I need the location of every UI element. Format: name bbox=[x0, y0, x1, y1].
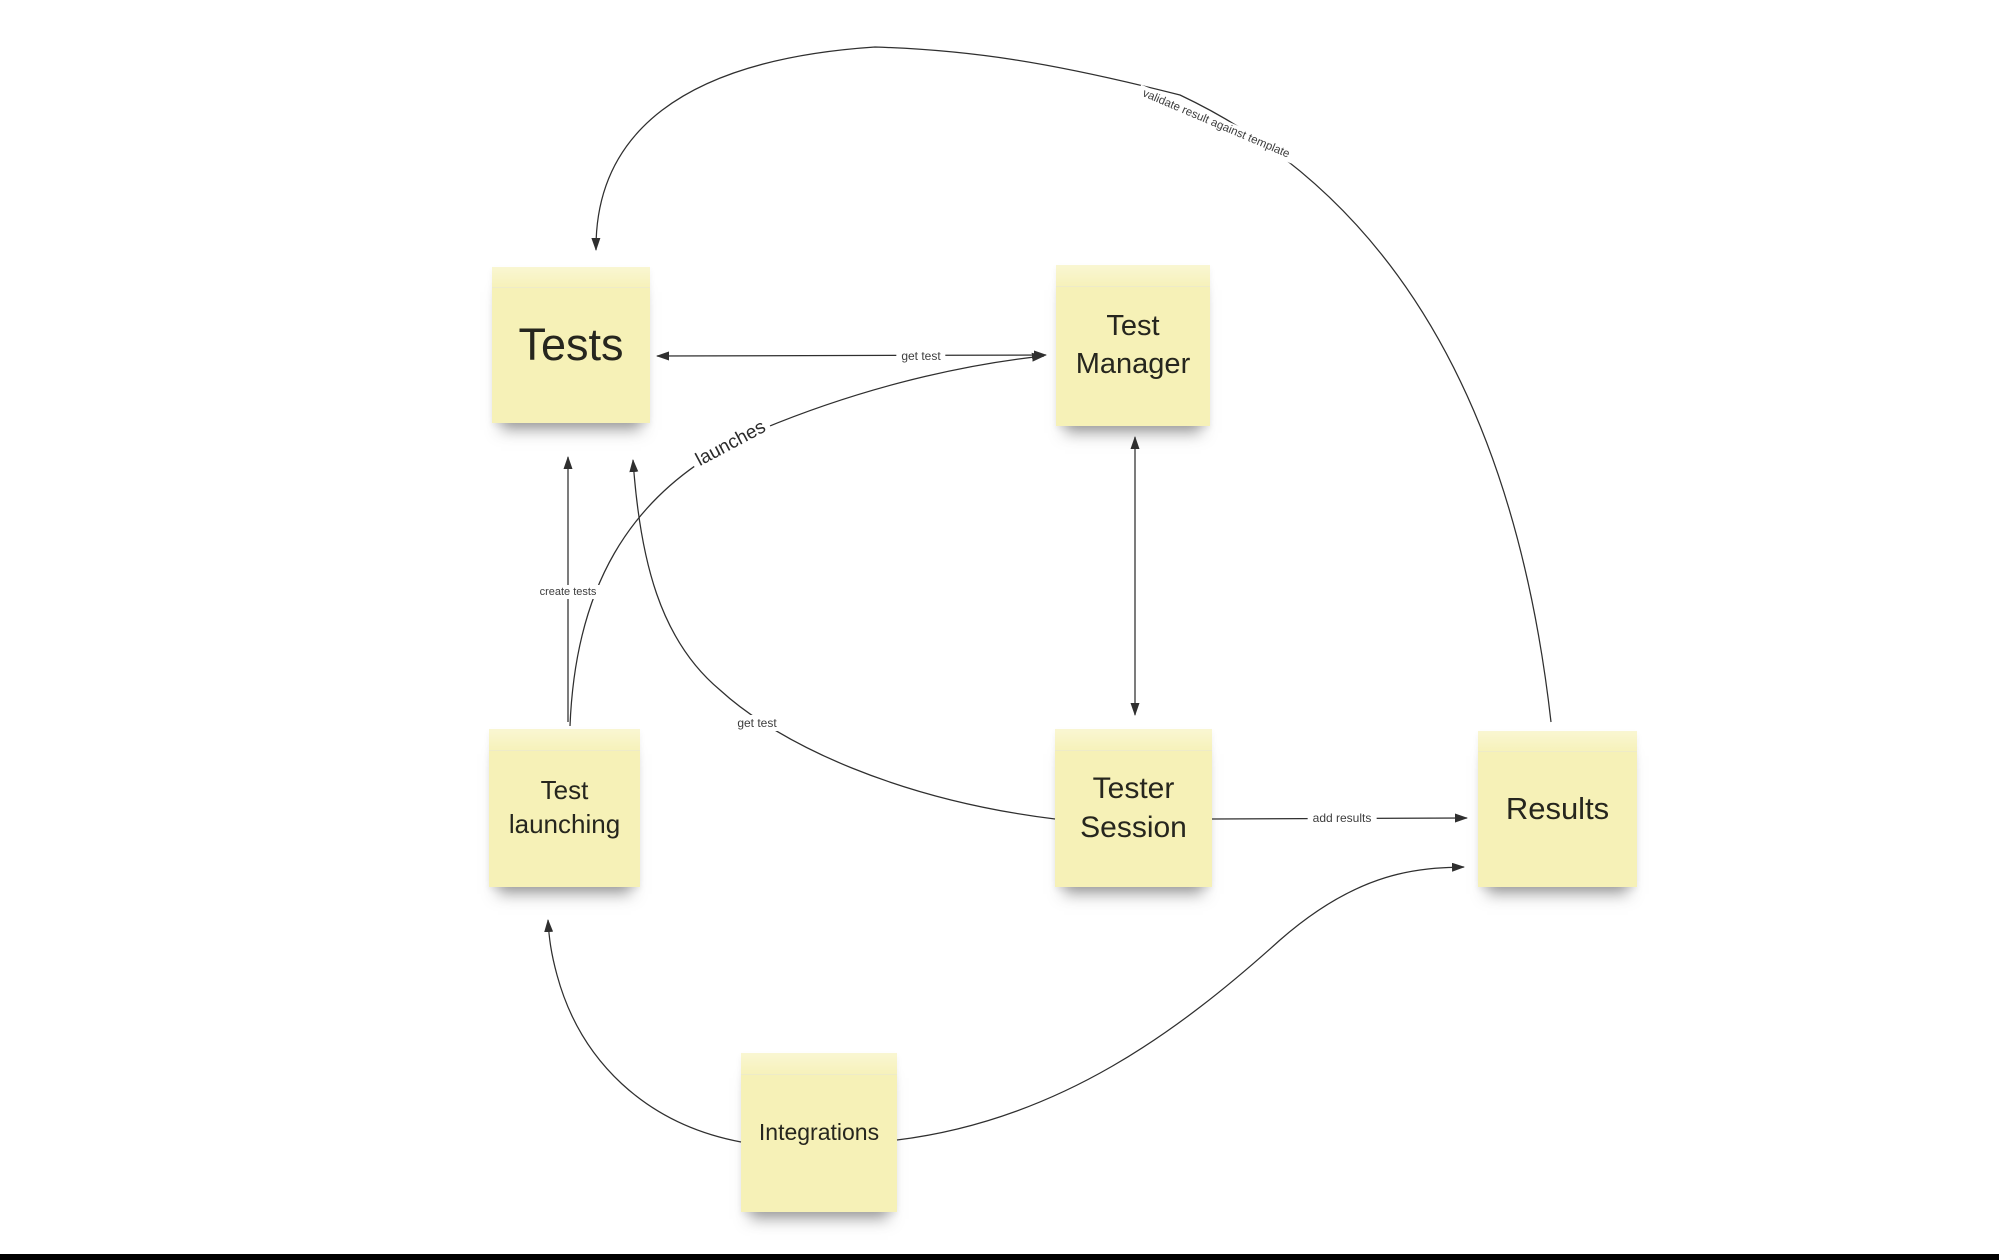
edge-label-add-results[interactable]: add results bbox=[1307, 810, 1377, 826]
note-results[interactable]: Results bbox=[1478, 731, 1637, 887]
edge-label-get-test-top[interactable]: get test bbox=[896, 348, 946, 364]
note-test-manager[interactable]: Test Manager bbox=[1056, 265, 1210, 426]
connector-get-test-tester-session-tests[interactable] bbox=[629, 459, 1056, 820]
bottom-edge-bar bbox=[0, 1254, 1999, 1260]
connector-integrations-results[interactable] bbox=[896, 862, 1465, 1141]
connector-launches[interactable] bbox=[569, 352, 1045, 727]
connector-get-test-tests-test-manager[interactable] bbox=[656, 350, 1047, 361]
note-tester-session[interactable]: Tester Session bbox=[1055, 729, 1212, 887]
note-test-launching[interactable]: Test launching bbox=[489, 729, 640, 887]
connector-integrations-test-launching[interactable] bbox=[544, 919, 742, 1143]
note-tests[interactable]: Tests bbox=[492, 267, 650, 423]
note-test-launching-label: Test launching bbox=[508, 775, 621, 839]
note-tests-label: Tests bbox=[518, 318, 624, 370]
edge-label-get-test-low[interactable]: get test bbox=[732, 715, 782, 731]
note-test-manager-label: Test Manager bbox=[1075, 309, 1191, 380]
edge-label-create-tests[interactable]: create tests bbox=[534, 585, 602, 599]
note-results-label: Results bbox=[1505, 790, 1610, 826]
note-integrations[interactable]: Integrations bbox=[741, 1053, 897, 1212]
note-tester-session-label: Tester Session bbox=[1080, 772, 1187, 844]
connector-validate-result-against-template[interactable] bbox=[591, 46, 1552, 723]
note-integrations-label: Integrations bbox=[758, 1118, 880, 1145]
